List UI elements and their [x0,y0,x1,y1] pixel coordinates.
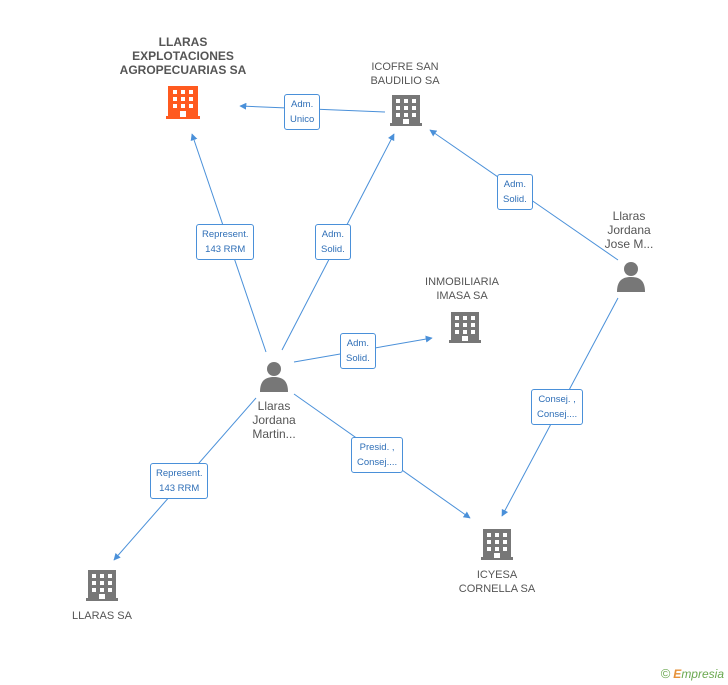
building-icon[interactable] [166,86,200,119]
person-icon[interactable] [617,262,645,292]
edge-label-line: Adm. [503,179,526,190]
edge-label-martin-to-icofre[interactable]: Adm. Solid. [315,224,351,260]
edge-label-line: 143 RRM [159,483,200,494]
building-icon[interactable] [449,312,481,343]
node-label-line: LLARAS SA [72,610,132,622]
node-label-line: AGROPECUARIAS SA [119,63,247,77]
node-person-jose-label[interactable]: Llaras Jordana Jose M... [586,209,672,251]
node-label-line: Llaras [257,399,291,413]
node-icyesa-label[interactable]: ICYESA CORNELLA SA [444,568,550,596]
node-label-line: Jordana [252,413,296,427]
edge-label-icofre-to-explotaciones[interactable]: Adm. Unico [284,94,321,130]
person-icon[interactable] [260,362,288,392]
node-label-line: Jose M... [604,237,654,251]
edge-label-martin-to-inmobiliaria[interactable]: Adm. Solid. [340,333,376,369]
edge-label-line: Adm. [321,229,344,240]
node-label-line: BAUDILIO SA [370,75,440,87]
edge-label-line: 143 RRM [205,244,246,255]
node-icofre-label[interactable]: ICOFRE SAN BAUDILIO SA [355,60,455,88]
node-label-line: IMASA SA [436,290,488,302]
node-label-line: INMOBILIARIA [425,276,499,288]
edge-label-line: Solid. [346,353,370,364]
edge-label-martin-to-llaras-sa[interactable]: Represent. 143 RRM [150,463,209,499]
node-label-line: CORNELLA SA [458,583,536,595]
edge-label-line: Solid. [321,244,345,255]
building-icon[interactable] [390,95,422,126]
footer-brand[interactable]: ©Empresia [661,666,724,681]
edge-label-line: Represent. [156,468,203,479]
node-llaras-explotaciones-label[interactable]: LLARAS EXPLOTACIONES AGROPECUARIAS SA [108,35,258,77]
edge-label-martin-to-explotaciones[interactable]: Represent. 143 RRM [196,224,255,260]
node-label-line: Martin... [252,427,296,441]
edge-label-line: Consej.... [537,409,578,420]
edge-label-line: Represent. [202,229,249,240]
node-label-line: Jordana [607,223,651,237]
node-label-line: EXPLOTACIONES [132,49,234,63]
edge-label-line: Consej. , [538,394,576,405]
node-inmobiliaria-label[interactable]: INMOBILIARIA IMASA SA [410,275,514,303]
edge-label-line: Unico [290,114,315,125]
building-icon[interactable] [481,529,513,560]
node-person-martin-label[interactable]: Llaras Jordana Martin... [232,399,316,441]
brand-initial: E [673,667,682,681]
edge-label-line: Presid. , [359,442,395,453]
copyright-symbol: © [660,666,671,681]
edge-label-line: Adm. [346,338,369,349]
node-label-line: ICYESA [476,569,518,581]
edge-label-line: Consej.... [357,457,398,468]
node-llaras-sa-label[interactable]: LLARAS SA [52,609,152,623]
edge-label-line: Adm. [291,99,314,110]
node-label-line: ICOFRE SAN [371,61,439,73]
edge-label-martin-to-icyesa[interactable]: Presid. , Consej.... [351,437,404,473]
edge-label-line: Solid. [503,194,527,205]
edge-label-jose-to-icofre[interactable]: Adm. Solid. [497,174,533,210]
node-label-line: LLARAS [158,35,208,49]
node-label-line: Llaras [612,209,646,223]
building-icon[interactable] [86,570,118,601]
brand-name: mpresia [681,667,724,681]
edge-label-jose-to-icyesa[interactable]: Consej. , Consej.... [531,389,584,425]
